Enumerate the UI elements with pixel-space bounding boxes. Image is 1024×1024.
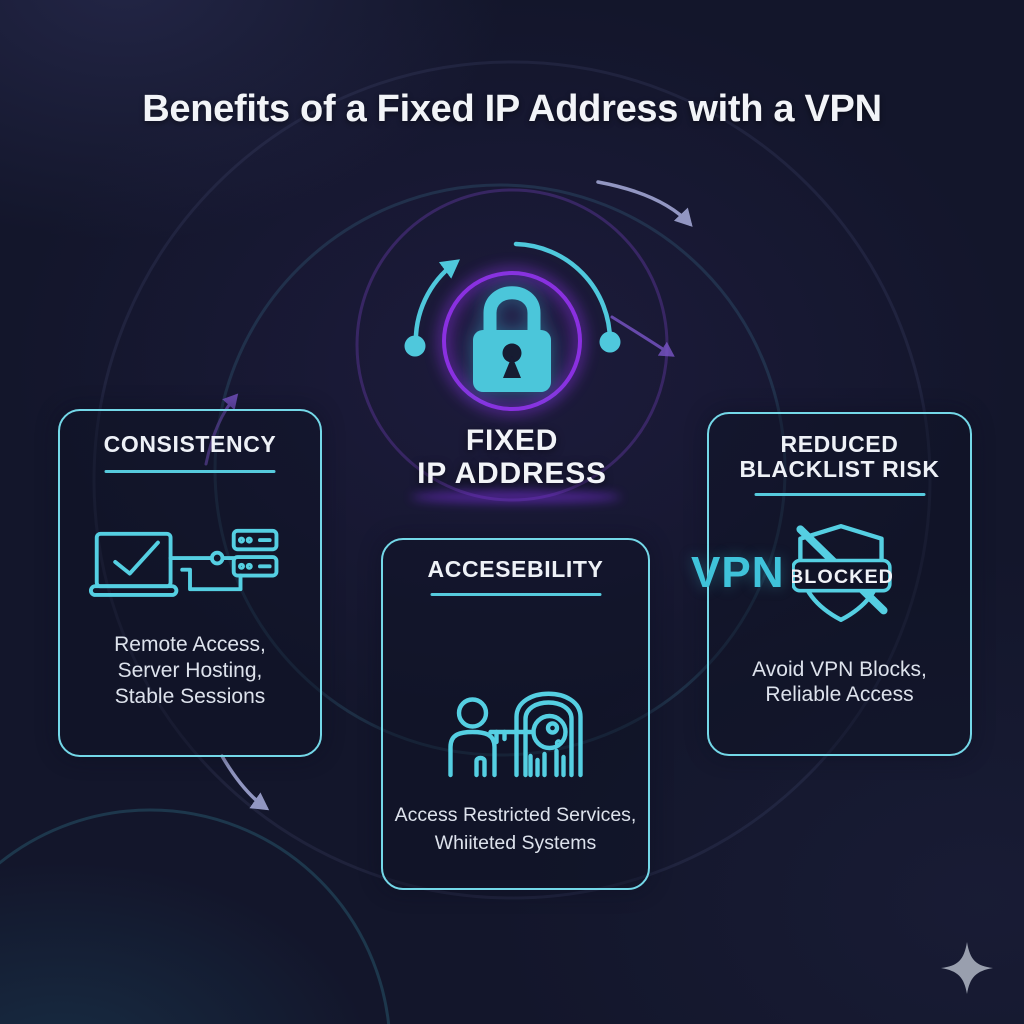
vpn-label: VPN [691, 548, 785, 597]
card-text: Avoid VPN Blocks, Reliable Access [709, 657, 970, 707]
card-heading: REDUCED BLACKLIST RISK [709, 432, 970, 482]
card-text-line: Access Restricted Services, [394, 804, 637, 826]
card-text-line: Server Hosting, [117, 659, 263, 682]
vpn-blocked-graphic: VPN BLOCKED [691, 522, 892, 624]
curved-arrow-icon [220, 754, 270, 811]
card-blacklist-risk: REDUCED BLACKLIST RISK VPN BLOCKED Avoid… [691, 412, 972, 756]
curved-arrow-icon [204, 393, 239, 466]
vpn-blocked-shield-icon: BLOCKED [792, 523, 892, 623]
hub-orbit [269, 241, 760, 357]
curved-arrow-icon [610, 315, 675, 357]
card-accessibility: ACCESEBILITY Access Restricted Services,… [381, 538, 650, 890]
heading-divider [430, 593, 601, 596]
sparkle-icon [941, 942, 993, 994]
person-key-gateway-icon [447, 691, 583, 778]
card-text: Remote Access, Server Hosting, Stable Se… [60, 632, 320, 710]
shield-badge-label: BLOCKED [792, 566, 892, 588]
card-text-line: Avoid VPN Blocks, [752, 658, 927, 681]
heading-divider [104, 470, 276, 473]
curved-arrow-icon [596, 180, 693, 227]
hub-label: FIXED IP ADDRESS [0, 424, 1024, 490]
card-consistency: CONSISTENCY Remote Access, Server Hos [58, 409, 322, 757]
page-title: Benefits of a Fixed IP Address with a VP… [142, 88, 882, 130]
card-text: Access Restricted Services, Whiiteted Sy… [383, 801, 648, 857]
padlock-icon [473, 286, 551, 392]
card-heading-line: BLACKLIST RISK [739, 456, 940, 482]
hub-label-line: FIXED [465, 424, 559, 457]
card-text-line: Whiiteted Systems [434, 832, 597, 854]
card-heading-line: REDUCED [780, 431, 899, 457]
card-heading: ACCESEBILITY [427, 556, 604, 582]
card-text-line: Reliable Access [765, 683, 914, 706]
card-text-line: Remote Access, [114, 633, 266, 656]
heading-divider [754, 493, 925, 496]
card-heading: CONSISTENCY [103, 431, 277, 457]
card-text-line: Stable Sessions [114, 685, 266, 708]
laptop-check-server-icon [88, 528, 279, 597]
hub-label-line: IP ADDRESS [417, 457, 607, 490]
purple-glow [411, 491, 621, 503]
